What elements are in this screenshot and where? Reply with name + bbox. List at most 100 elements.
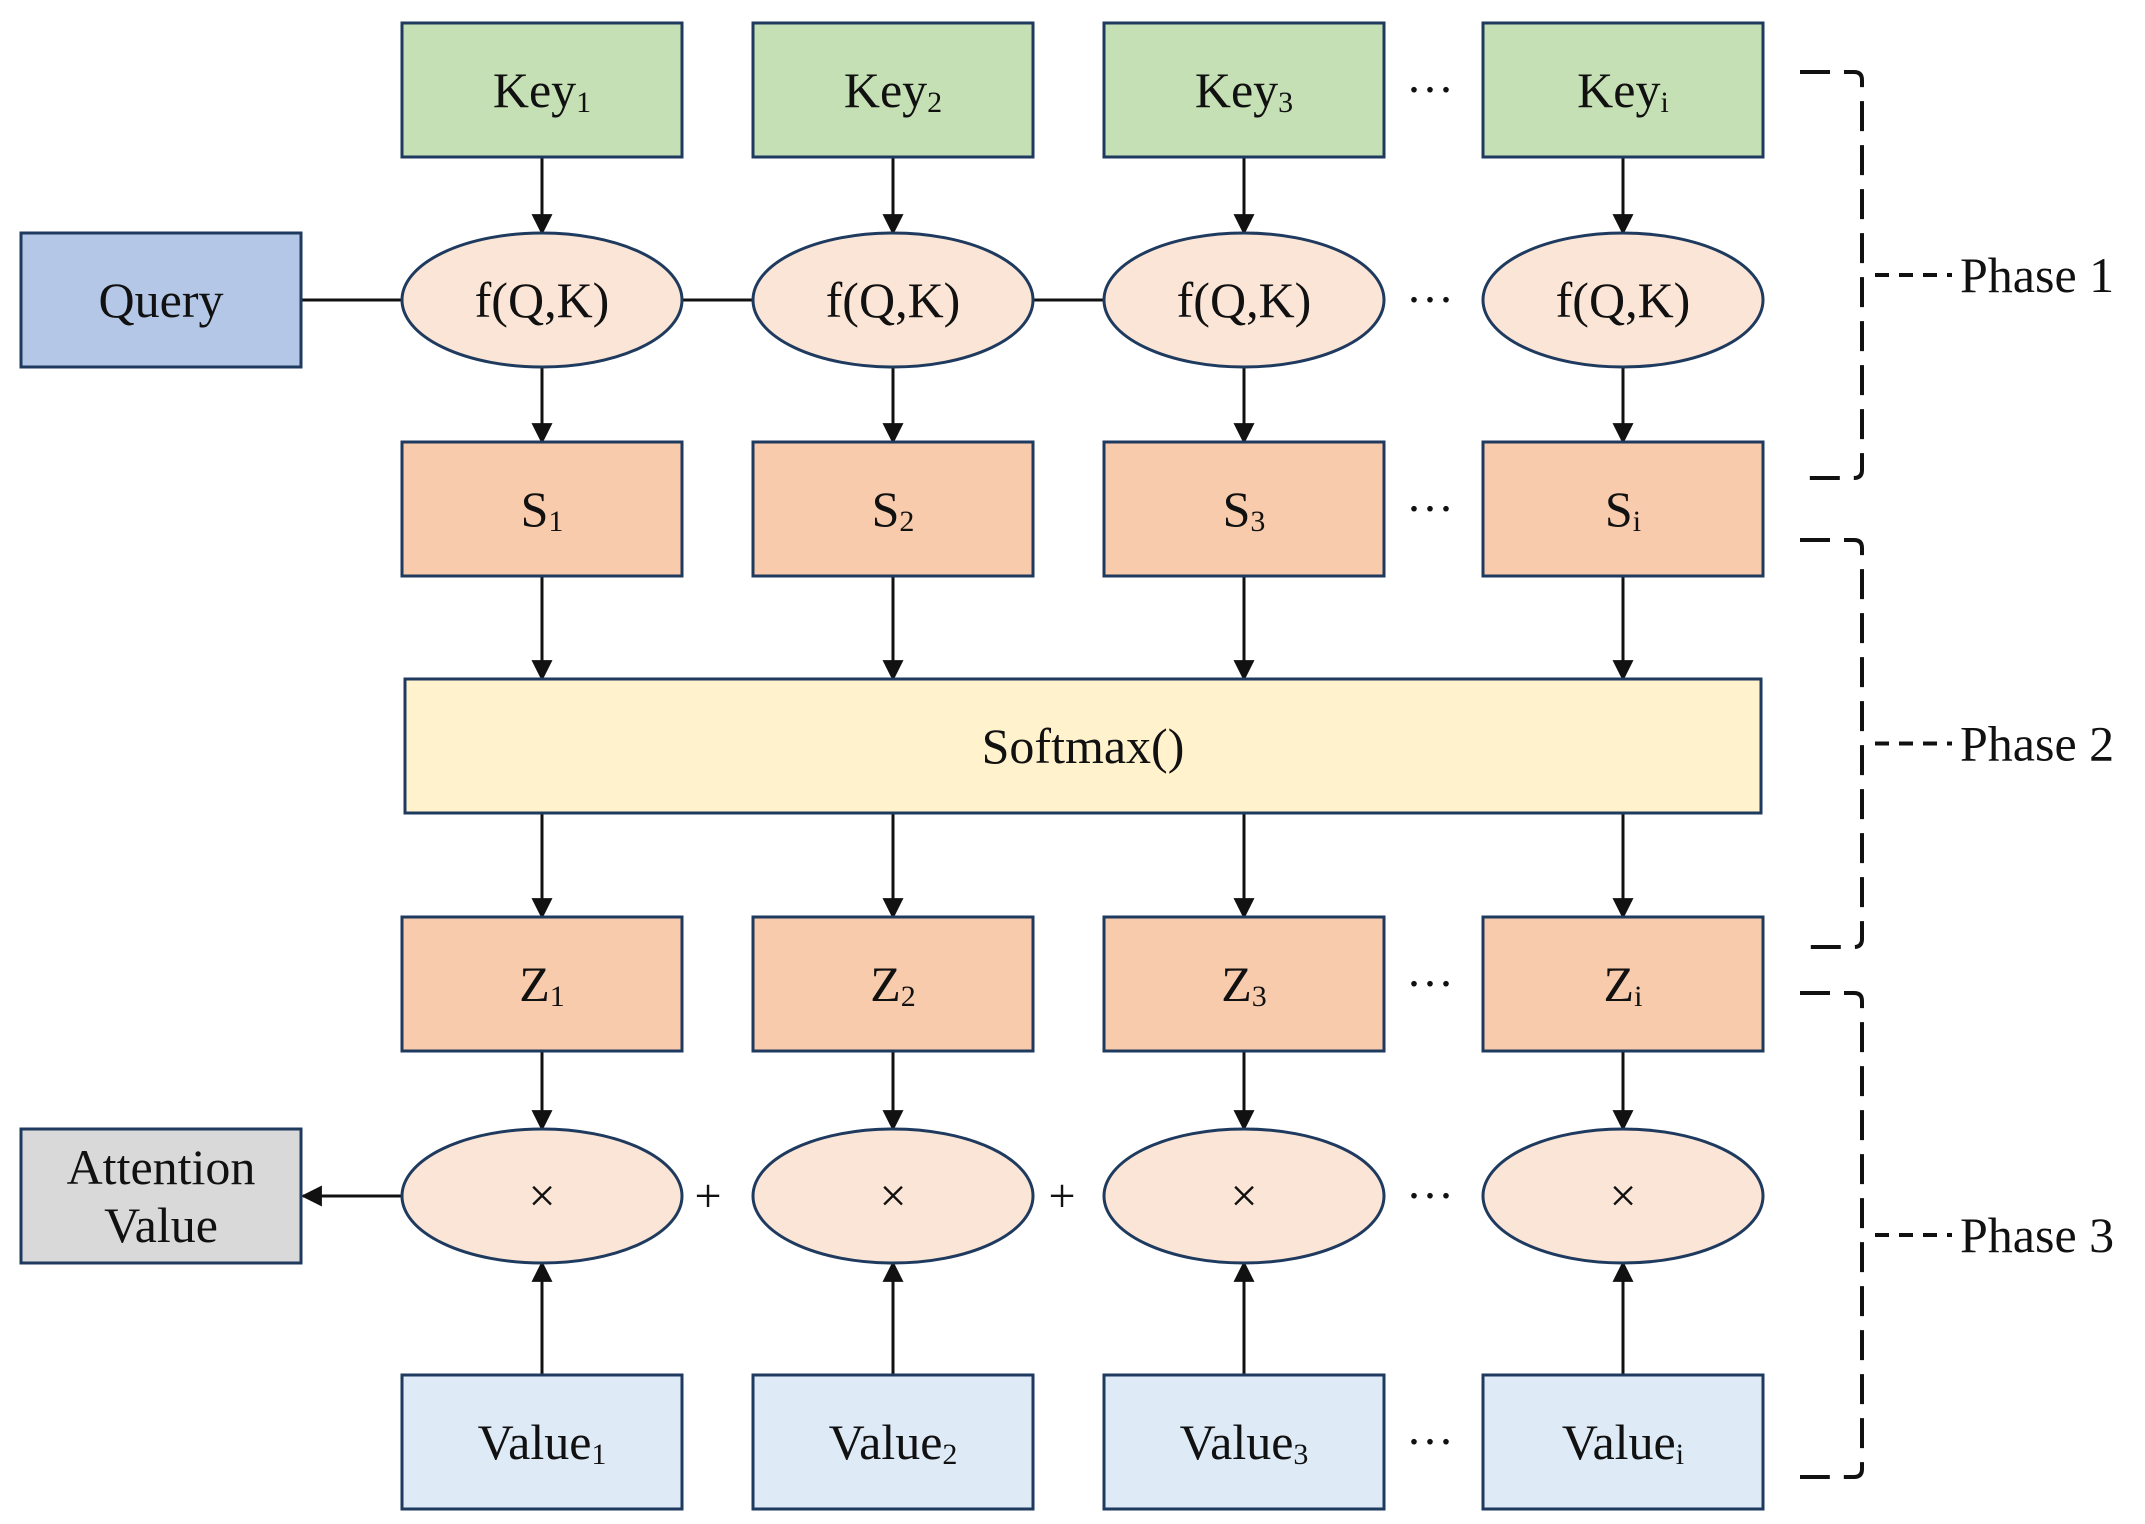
multiply-node-4: × xyxy=(1481,1127,1765,1265)
score-label-1-base: S xyxy=(521,481,549,537)
weight-label-2-subscript: 2 xyxy=(901,980,916,1013)
key-label-3-base: Key xyxy=(1195,62,1278,118)
ellipsis-keys: ··· xyxy=(1406,64,1454,117)
score-label-3: S3 xyxy=(1223,481,1266,538)
key-box-4: Keyi xyxy=(1481,21,1765,159)
softmax-box-shape xyxy=(403,677,1763,815)
value-label-1-base: Value xyxy=(478,1414,592,1470)
ellipsis-weights: ··· xyxy=(1406,958,1454,1011)
multiply-label-1: × xyxy=(528,1170,555,1223)
key-label-4-subscript: i xyxy=(1660,86,1668,119)
ellipsis-multiplies: ··· xyxy=(1406,1170,1454,1223)
ellipsis-score-functions: ··· xyxy=(1406,274,1454,327)
weight-label-1: Z1 xyxy=(519,956,565,1013)
weight-box-2-shape xyxy=(751,915,1035,1053)
value-label-3-base: Value xyxy=(1180,1414,1294,1470)
phase-3-bracket-line xyxy=(1800,991,1864,1479)
key-label-4: Keyi xyxy=(1577,62,1669,119)
key-box-1: Key1 xyxy=(400,21,684,159)
multiply-label-3: × xyxy=(1230,1170,1257,1223)
attention-value-box-shape xyxy=(19,1127,303,1265)
score-function-label-3: f(Q,K) xyxy=(1177,272,1312,328)
weight-box-1-shape xyxy=(400,915,684,1053)
weight-box-4-shape xyxy=(1481,915,1765,1053)
key-label-3: Key3 xyxy=(1195,62,1293,119)
ellipsis-scores: ··· xyxy=(1406,483,1454,536)
node-layer: QueryAttentionValueSoftmax()Key1f(Q,K)S1… xyxy=(19,21,1765,1511)
score-function-node-4: f(Q,K) xyxy=(1481,231,1765,369)
weight-box-3-shape xyxy=(1102,915,1386,1053)
weight-label-4-subscript: i xyxy=(1634,980,1642,1013)
multiply-label-2: × xyxy=(879,1170,906,1223)
weight-label-3-subscript: 3 xyxy=(1252,980,1267,1013)
score-function-node-1-shape xyxy=(400,231,684,369)
phase-3-bracket: Phase 3 xyxy=(1800,991,2114,1479)
query-box: Query xyxy=(19,231,303,369)
value-label-2-base: Value xyxy=(829,1414,943,1470)
value-label-2-subscript: 2 xyxy=(942,1438,957,1471)
score-function-node-2-shape xyxy=(751,231,1035,369)
key-label-4-base: Key xyxy=(1577,62,1660,118)
multiply-node-2: × xyxy=(751,1127,1035,1265)
score-box-4: Si xyxy=(1481,440,1765,578)
value-label-3: Value3 xyxy=(1180,1414,1309,1471)
key-label-3-subscript: 3 xyxy=(1278,86,1293,119)
value-label-4-subscript: i xyxy=(1676,1438,1684,1471)
phase-1-label: Phase 1 xyxy=(1960,247,2114,303)
score-box-3: S3 xyxy=(1102,440,1386,578)
score-function-node-3-shape xyxy=(1102,231,1386,369)
weight-label-3-base: Z xyxy=(1221,956,1252,1012)
weight-label-1-subscript: 1 xyxy=(550,980,565,1013)
value-label-1: Value1 xyxy=(478,1414,607,1471)
phase-2-bracket: Phase 2 xyxy=(1800,538,2114,949)
ellipsis-values: ··· xyxy=(1406,1416,1454,1469)
attention-value-label-line2: Value xyxy=(104,1197,218,1253)
value-label-2: Value2 xyxy=(829,1414,958,1471)
value-label-1-subscript: 1 xyxy=(591,1438,606,1471)
query-box-shape xyxy=(19,231,303,369)
score-function-node-1: f(Q,K) xyxy=(400,231,684,369)
value-label-4-base: Value xyxy=(1562,1414,1676,1470)
query-label: Query xyxy=(99,272,224,328)
multiply-node-3: × xyxy=(1102,1127,1386,1265)
weight-label-4: Zi xyxy=(1604,956,1643,1013)
weight-box-1: Z1 xyxy=(400,915,684,1053)
score-label-4-subscript: i xyxy=(1633,505,1641,538)
value-box-1-shape xyxy=(400,1373,684,1511)
weight-label-1-base: Z xyxy=(519,956,550,1012)
plus-sign-2: + xyxy=(1048,1170,1075,1223)
value-box-4: Valuei xyxy=(1481,1373,1765,1511)
score-label-3-subscript: 3 xyxy=(1250,505,1265,538)
key-box-2: Key2 xyxy=(751,21,1035,159)
score-box-4-shape xyxy=(1481,440,1765,578)
key-box-2-shape xyxy=(751,21,1035,159)
key-box-4-shape xyxy=(1481,21,1765,159)
weight-label-4-base: Z xyxy=(1604,956,1635,1012)
score-box-2: S2 xyxy=(751,440,1035,578)
score-function-node-2: f(Q,K) xyxy=(751,231,1035,369)
key-box-3-shape xyxy=(1102,21,1386,159)
key-label-1-base: Key xyxy=(493,62,576,118)
multiply-node-1-shape xyxy=(400,1127,684,1265)
score-function-label-1: f(Q,K) xyxy=(475,272,610,328)
phase-1-bracket-line xyxy=(1800,70,1864,480)
key-box-3: Key3 xyxy=(1102,21,1386,159)
value-label-4: Valuei xyxy=(1562,1414,1684,1471)
score-box-1: S1 xyxy=(400,440,684,578)
score-label-3-base: S xyxy=(1223,481,1251,537)
plus-sign-1: + xyxy=(694,1170,721,1223)
score-box-2-shape xyxy=(751,440,1035,578)
phase-brackets: Phase 1 Phase 2 Phase 3 xyxy=(1800,70,2114,1479)
weight-box-3: Z3 xyxy=(1102,915,1386,1053)
value-box-2: Value2 xyxy=(751,1373,1035,1511)
phase-3-label: Phase 3 xyxy=(1960,1207,2114,1263)
key-label-2: Key2 xyxy=(844,62,942,119)
value-box-3: Value3 xyxy=(1102,1373,1386,1511)
value-box-2-shape xyxy=(751,1373,1035,1511)
value-box-4-shape xyxy=(1481,1373,1765,1511)
weight-label-2: Z2 xyxy=(870,956,916,1013)
key-label-1-subscript: 1 xyxy=(576,86,591,119)
phase-2-bracket-line xyxy=(1800,538,1864,949)
weight-box-4: Zi xyxy=(1481,915,1765,1053)
